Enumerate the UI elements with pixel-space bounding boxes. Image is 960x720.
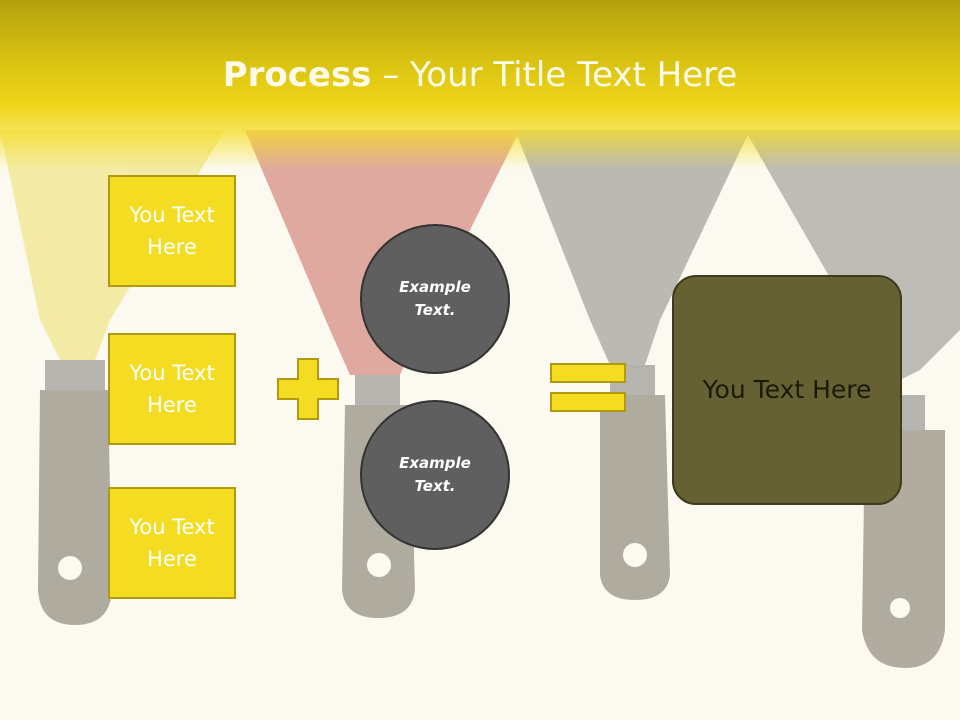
- result-label: You Text Here: [702, 375, 872, 404]
- slide-title: Process – Your Title Text Here: [0, 52, 960, 98]
- result-box: You Text Here: [672, 275, 902, 505]
- input-box-3: You Text Here: [108, 487, 236, 599]
- equals-top-bar: [550, 363, 626, 383]
- plus-icon: [277, 358, 339, 420]
- input-box-1: You Text Here: [108, 175, 236, 287]
- circle-label: Example Text.: [399, 278, 471, 319]
- input-box-2: You Text Here: [108, 333, 236, 445]
- header-band: [0, 0, 960, 170]
- example-circle-1: Example Text.: [360, 224, 510, 374]
- input-box-label: You Text Here: [129, 203, 215, 259]
- title-bold: Process: [222, 55, 372, 95]
- example-circle-2: Example Text.: [360, 400, 510, 550]
- circle-label: Example Text.: [399, 454, 471, 495]
- equals-bottom-bar: [550, 392, 626, 412]
- title-rest: – Your Title Text Here: [371, 55, 738, 95]
- input-box-label: You Text Here: [129, 361, 215, 417]
- input-box-label: You Text Here: [129, 515, 215, 571]
